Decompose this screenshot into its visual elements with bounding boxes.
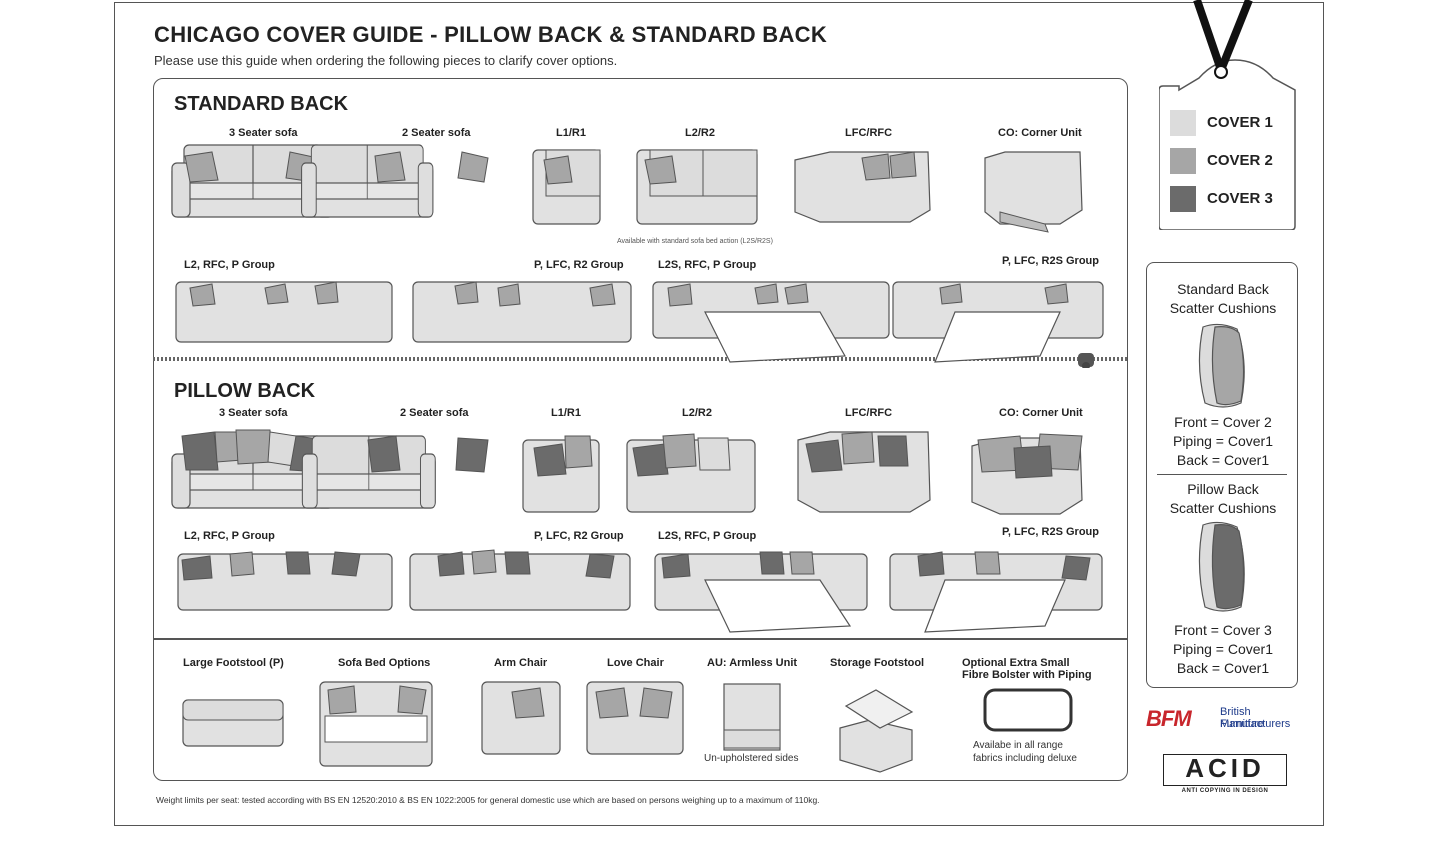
pil-piping: Piping = Cover1 [1172,641,1273,657]
bfm-line-2: Manufacturers [1220,718,1291,730]
label-pil-p-lfc-r2: P, LFC, R2 Group [534,530,624,542]
cover-3-label: COVER 3 [1207,190,1273,207]
page-title: CHICAGO COVER GUIDE - PILLOW BACK & STAN… [154,22,828,47]
sofa-bed-note: Available with standard sofa bed action … [617,238,773,245]
label-pil-l2s-rfc-p: L2S, RFC, P Group [658,530,757,542]
std-scatter-title-1: Standard Back [1177,281,1269,297]
pil-scatter-title-1: Pillow Back [1187,481,1259,497]
label-std-corner: CO: Corner Unit [998,127,1082,139]
standard-cushion-icon [1198,323,1245,408]
bfm-line-1: British Furniture [1220,706,1265,730]
label-sofa-bed: Sofa Bed Options [338,657,431,669]
footer-note: Weight limits per seat: tested according… [156,795,820,805]
label-std-l2r2: L2/R2 [685,127,715,139]
bfm-logo: BFM British Furniture Manufacturers [1146,704,1296,740]
label-pil-l1r1: L1/R1 [551,407,581,419]
label-pil-corner: CO: Corner Unit [999,407,1083,419]
label-std-p-lfc-r2: P, LFC, R2 Group [534,259,624,271]
scatter-divider [1157,474,1287,475]
label-arm-chair: Arm Chair [494,657,548,669]
page-subtitle: Please use this guide when ordering the … [154,53,618,68]
label-std-l2-rfc-p: L2, RFC, P Group [184,259,275,271]
label-storage-footstool: Storage Footstool [830,657,925,669]
label-std-l2s-rfc-p: L2S, RFC, P Group [658,259,757,271]
acid-tagline: ANTI COPYING IN DESIGN [1181,788,1269,794]
pillow-cushion-icon [1198,521,1245,612]
pillow-back-heading: PILLOW BACK [174,380,316,402]
acid-mark: ACID [1185,753,1265,783]
bfm-mark: BFM [1146,706,1192,731]
cover-3-swatch [1170,186,1196,212]
armless-note: Un-upholstered sides [704,753,799,764]
bolster-note-2: fabrics including deluxe [973,753,1077,764]
cover-1-row: COVER 1 [1170,110,1310,136]
label-std-lfcrfc: LFC/RFC [845,127,893,139]
std-scatter-title-2: Scatter Cushions [1169,300,1277,316]
label-love-chair: Love Chair [607,657,664,669]
std-front: Front = Cover 2 [1174,414,1272,430]
bolster-note-1: Availabe in all range [973,740,1063,751]
label-large-footstool: Large Footstool (P) [183,657,284,669]
page-frame [114,2,1324,826]
cover-3-row: COVER 3 [1170,186,1310,212]
extras-divider [154,638,1127,640]
std-piping: Piping = Cover1 [1172,433,1273,449]
label-std-2-seater: 2 Seater sofa [402,127,471,139]
pil-front: Front = Cover 3 [1174,622,1272,638]
cover-2-row: COVER 2 [1170,148,1310,174]
label-armless-unit: AU: Armless Unit [707,657,798,669]
cover-guide-panel: STANDARD BACK 3 Seater sofa 2 Seater sof… [153,78,1128,781]
label-std-l1r1: L1/R1 [556,127,586,139]
standard-back-heading: STANDARD BACK [174,93,349,115]
pil-back: Back = Cover1 [1176,660,1270,676]
label-std-p-lfc-r2s: P, LFC, R2S Group [1002,255,1099,267]
label-pil-lfcrfc: LFC/RFC [845,407,893,419]
std-back: Back = Cover1 [1176,452,1270,468]
label-bolster-line2: Fibre Bolster with Piping [962,669,1092,681]
scatter-cushions-panel: Standard Back Scatter Cushions Front = C… [1146,262,1298,688]
cover-1-swatch [1170,110,1196,136]
label-pil-l2r2: L2/R2 [682,407,712,419]
cover-2-label: COVER 2 [1207,152,1273,169]
label-std-3-seater: 3 Seater sofa [229,127,298,139]
label-pil-3-seater: 3 Seater sofa [219,407,288,419]
cover-1-label: COVER 1 [1207,114,1273,131]
label-pil-2-seater: 2 Seater sofa [400,407,469,419]
cover-2-swatch [1170,148,1196,174]
label-pil-l2-rfc-p: L2, RFC, P Group [184,530,275,542]
pil-scatter-title-2: Scatter Cushions [1169,500,1277,516]
label-pil-p-lfc-r2s: P, LFC, R2S Group [1002,526,1099,538]
label-bolster-line1: Optional Extra Small [962,657,1070,669]
acid-logo: ACID [1163,753,1287,786]
